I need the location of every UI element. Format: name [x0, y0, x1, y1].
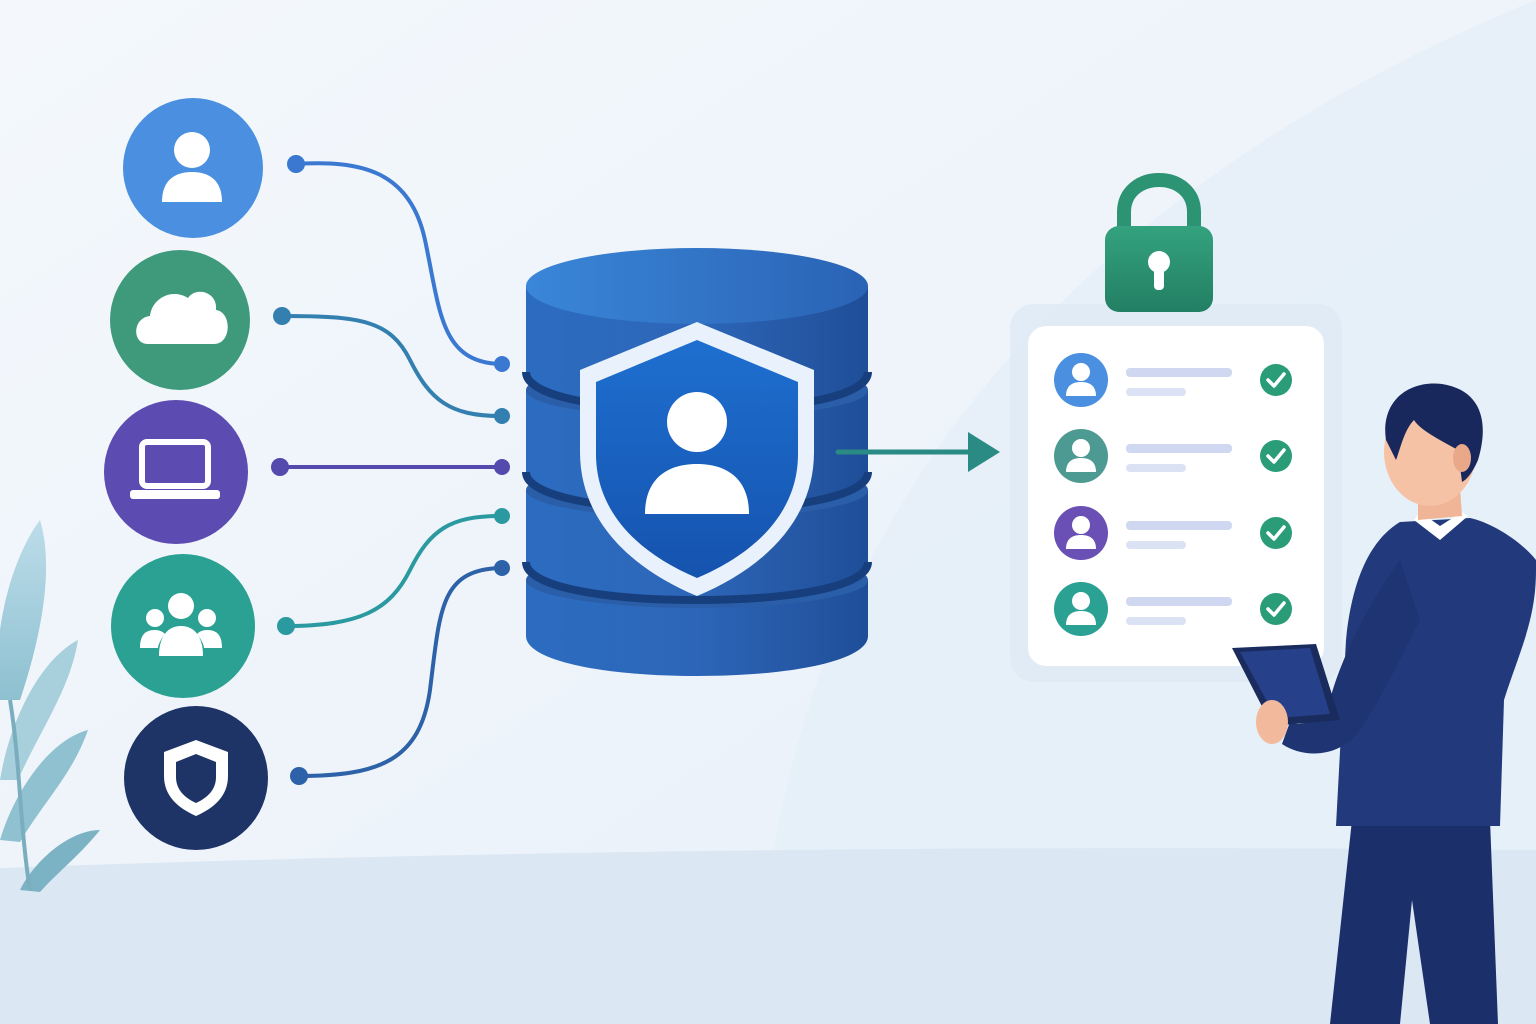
connector-shield: [297, 566, 502, 778]
check-icon: [1260, 364, 1292, 396]
check-icon: [1260, 517, 1292, 549]
source-laptop: [104, 400, 248, 544]
avatar: [1066, 516, 1096, 549]
source-group: [111, 554, 255, 698]
checklist-row: [1054, 429, 1292, 483]
database-top: [526, 248, 868, 324]
checklist-row: [1054, 506, 1292, 560]
user-icon: [162, 132, 222, 202]
floor: [0, 848, 1536, 1024]
person-with-tablet: [1232, 383, 1536, 1024]
avatar: [1066, 592, 1096, 625]
users-group-icon: [140, 593, 222, 656]
access-checklist-panel: [1010, 172, 1342, 682]
laptop-icon: [130, 439, 220, 499]
connector-user: [294, 161, 502, 366]
protection-shield: [580, 322, 814, 596]
check-icon: [1260, 440, 1292, 472]
source-cloud: [110, 250, 250, 390]
checklist-row: [1054, 582, 1292, 636]
shield-icon: [164, 740, 228, 816]
source-shield: [124, 706, 268, 850]
lock-icon: [1105, 172, 1213, 312]
check-icon: [1260, 593, 1292, 625]
plant-decoration: [0, 520, 100, 892]
avatar: [1066, 439, 1096, 472]
connector-lines: [271, 155, 510, 785]
avatar: [1066, 363, 1096, 396]
flow-arrow: [835, 432, 1000, 472]
cloud-icon: [136, 291, 228, 344]
user-icon: [645, 392, 749, 514]
connector-cloud: [280, 314, 502, 418]
connector-group: [284, 514, 502, 628]
checklist-row: [1054, 353, 1292, 407]
source-user: [123, 98, 263, 238]
